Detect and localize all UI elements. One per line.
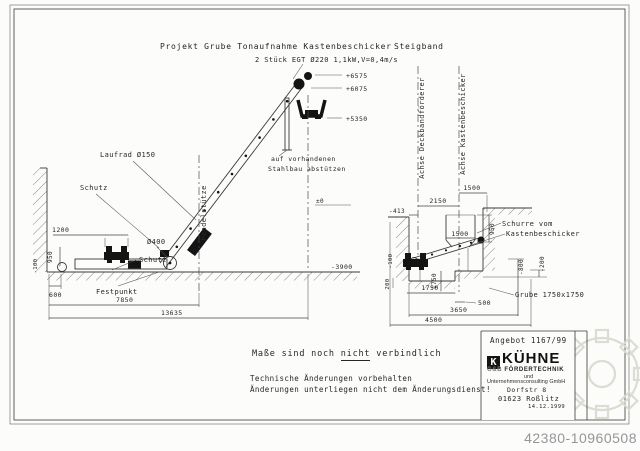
dim-7850: 7850 [116, 296, 133, 304]
level-6075: +6075 [346, 85, 368, 93]
dim-minus800: -800 [518, 259, 525, 275]
drive-station [187, 227, 212, 257]
dim-13635: 13635 [161, 309, 183, 317]
address-street: Dorfstr 8 [507, 386, 547, 394]
dim-600: 600 [49, 291, 62, 299]
level-ground: -3900 [331, 263, 353, 271]
leaders [95, 63, 351, 287]
dim-minus100: -100 [33, 259, 39, 274]
dim-minus413: -413 [389, 208, 405, 215]
drawing-title: Projekt Grube Tonaufnahme Kastenbeschick… [160, 42, 392, 51]
drawing-date: 14.12.1999 [528, 404, 566, 410]
logo-sub-gb: G&B [487, 367, 503, 373]
support-note-2: Stahlbau abstützen [268, 165, 346, 173]
pit-drive [403, 253, 428, 270]
small-hopper [104, 246, 129, 263]
dim-1200: 1200 [52, 226, 69, 234]
laufrad-label: Laufrad Ø150 [100, 151, 155, 159]
dim-4500: 4500 [425, 316, 442, 324]
dim-950: 950 [47, 251, 54, 263]
dim-1750-horizontal: 1750 [421, 284, 438, 292]
ground-hatch [47, 272, 357, 281]
dim-1500-top: 1500 [463, 184, 480, 192]
logo-sub-foerdertechnik: FÖRDERTECHNIK [504, 367, 565, 373]
festpunkt-label: Festpunkt [96, 288, 138, 296]
note-changes-1: Technische Änderungen vorbehalten [250, 374, 413, 383]
note-changes-2: Änderungen unterliegen nicht dem Änderun… [250, 385, 491, 394]
dim-1500-chute: 1500 [451, 230, 468, 238]
grube-label: Grube 1750x1750 [515, 291, 584, 299]
elevation-view: 2 Stück EGT Ø220 1,1kW,V=0,4m/s +6575 +6… [33, 56, 398, 320]
sheet-frame [9, 4, 630, 425]
dim-3650: 3650 [450, 306, 467, 314]
dim-minus100-section: -100 [388, 254, 394, 269]
watermark-id: 42380-10960508 [524, 430, 637, 446]
section-dimensions [389, 192, 547, 327]
axis-kasten-label: Achse Kastenbeschicker [459, 73, 467, 175]
dim-200: 200 [385, 278, 391, 289]
schurre-label-1: Schurre vom [502, 220, 553, 228]
logo-subtitle: G&B FÖRDERTECHNIK [487, 367, 564, 373]
logo-name: KÜHNE [502, 350, 561, 367]
note-binding: Maße sind noch nicht verbindlich [252, 349, 442, 361]
note-binding-pre: Maße sind noch [252, 349, 341, 359]
note-binding-underlined: nicht [340, 349, 371, 361]
schutz-upper-label: Schutz [80, 184, 108, 192]
dim-1750-vertical: 1750 [431, 273, 438, 289]
tail-pulley [163, 256, 177, 270]
dim-2150: 2150 [429, 197, 446, 205]
title-block-frame [480, 330, 588, 420]
logo-k-icon: K [487, 356, 500, 369]
discharge-hopper [296, 99, 327, 118]
dim-950-section: 950 [489, 223, 496, 235]
steigband-conveyor [159, 80, 305, 270]
drawing-title-type: Steigband [394, 42, 444, 51]
support-note-1: auf vorhandenen [271, 155, 336, 163]
left-wall-hatch [33, 168, 47, 272]
level-5350: +5350 [346, 115, 368, 123]
schutz-lower-label: Schutz [139, 256, 167, 264]
drive-note: 2 Stück EGT Ø220 1,1kW,V=0,4m/s [255, 56, 398, 64]
section-view: Achse Deckbandförderer Achse Kastenbesch… [385, 66, 584, 327]
drum-label: Ø400 [147, 238, 165, 246]
offer-number: Angebot 1167/99 [490, 336, 567, 345]
head-station [282, 72, 327, 151]
logo-und: und [524, 374, 534, 380]
level-6575: +6575 [346, 72, 368, 80]
schurre-label-2: Kastenbeschicker [506, 230, 580, 238]
logo-consulting: Unternehmensconsulting GmbH [487, 379, 566, 385]
dim-500: 500 [478, 299, 491, 307]
pendelstuetze-label: Pendelstütze [200, 185, 208, 240]
elevation-dimensions [48, 234, 308, 320]
level-datum: ±0 [316, 198, 324, 205]
note-binding-post: verbindlich [370, 349, 442, 359]
axis-deckband-label: Achse Deckbandförderer [418, 77, 426, 179]
dim-minus200: -200 [539, 256, 546, 272]
address-city: 01623 Roßlitz [498, 395, 560, 403]
